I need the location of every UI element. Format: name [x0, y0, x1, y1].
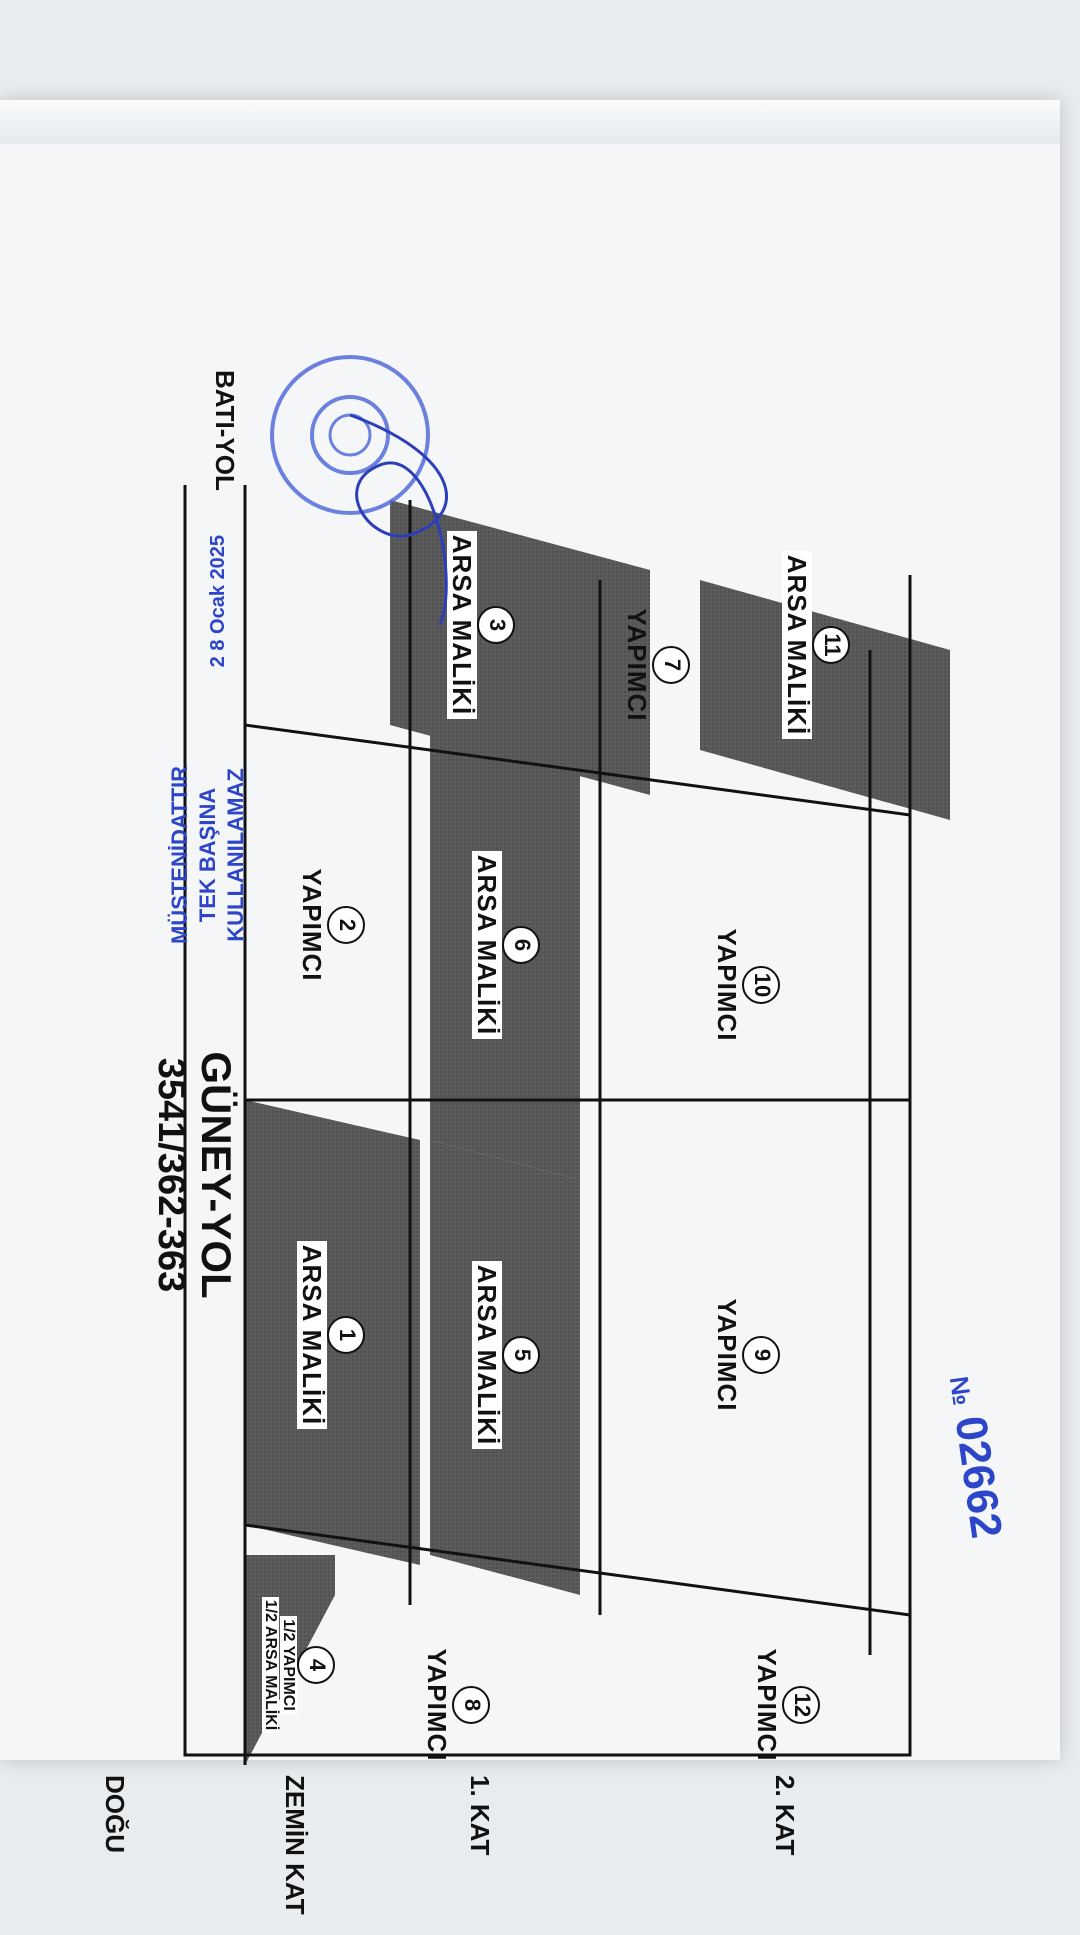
unit-8-label: YAPIMCI: [422, 1648, 452, 1762]
divider-a: [244, 723, 911, 817]
unit-4: 4 1/2 YAPIMCI 1/2 ARSA MALİKİ: [261, 1545, 335, 1785]
unit-9-label: YAPIMCI: [712, 1298, 742, 1412]
unit-5-label: ARSA MALİKİ: [472, 1260, 502, 1450]
unit-7-number: 7: [652, 646, 690, 684]
unit-12-number: 12: [782, 1686, 820, 1724]
unit-12-label: YAPIMCI: [752, 1648, 782, 1762]
round-seal-stamp: [270, 355, 430, 515]
floor-label-1: 1. KAT: [465, 1775, 495, 1856]
unit-11-number: 11: [812, 626, 850, 664]
rotated-floor-plan: 1 ARSA MALİKİ 2 YAPIMCI 3 ARSA MALİKİ 4 …: [60, 195, 1070, 1935]
unit-2: 2 YAPIMCI: [296, 815, 365, 1035]
unit-8-number: 8: [452, 1686, 490, 1724]
unit-5-cell: [430, 1140, 580, 1595]
unit-1-label: ARSA MALİKİ: [297, 1240, 327, 1430]
unit-4-label: 1/2 YAPIMCI: [280, 1616, 297, 1714]
floor-label-2: 2. KAT: [770, 1775, 800, 1856]
divider-c: [244, 1523, 911, 1617]
unit-5-number: 5: [502, 1336, 540, 1374]
unit-1: 1 ARSA MALİKİ: [296, 1225, 365, 1445]
outline-front: [183, 485, 912, 1757]
unit-10-number: 10: [742, 966, 780, 1004]
stamp-line-2: TEK BAŞINA: [195, 787, 220, 923]
unit-6-label: ARSA MALİKİ: [472, 850, 502, 1040]
stamp-date: 2 8 Ocak 2025: [207, 535, 229, 668]
unit-4-number: 4: [297, 1646, 335, 1684]
west-side-label: BATI-YOL: [210, 370, 240, 491]
unit-6: 6 ARSA MALİKİ: [471, 835, 540, 1055]
unit-7-label: YAPIMCI: [622, 608, 652, 722]
floor-label-ground: ZEMİN KAT: [280, 1775, 310, 1915]
validity-stamp: MÜSTENİDATTIR TEK BAŞINA KULLANILAMAZ: [166, 675, 250, 1035]
unit-6-number: 6: [502, 926, 540, 964]
unit-7: 7 YAPIMCI: [621, 555, 690, 775]
serial-prefix: №: [943, 1374, 978, 1408]
unit-1-number: 1: [327, 1316, 365, 1354]
plastic-sleeve-edge: [0, 100, 1060, 144]
unit-10-label: YAPIMCI: [712, 928, 742, 1042]
stamp-line-1: MÜSTENİDATTIR: [167, 765, 192, 945]
unit-2-label: YAPIMCI: [297, 868, 327, 982]
stamp-line-3: KULLANILAMAZ: [223, 768, 248, 942]
unit-11-label: ARSA MALİKİ: [782, 550, 812, 740]
unit-4-label-2: 1/2 ARSA MALİKİ: [262, 1596, 279, 1734]
unit-11-cell: [700, 580, 950, 820]
unit-9-number: 9: [742, 1336, 780, 1374]
unit-10: 10 YAPIMCI: [711, 875, 780, 1095]
unit-11: 11 ARSA MALİKİ: [781, 535, 850, 755]
signature: [349, 413, 448, 626]
unit-2-number: 2: [327, 906, 365, 944]
unit-9: 9 YAPIMCI: [711, 1245, 780, 1465]
unit-5: 5 ARSA MALİKİ: [471, 1245, 540, 1465]
east-side-label: DOĞU: [100, 1775, 130, 1853]
